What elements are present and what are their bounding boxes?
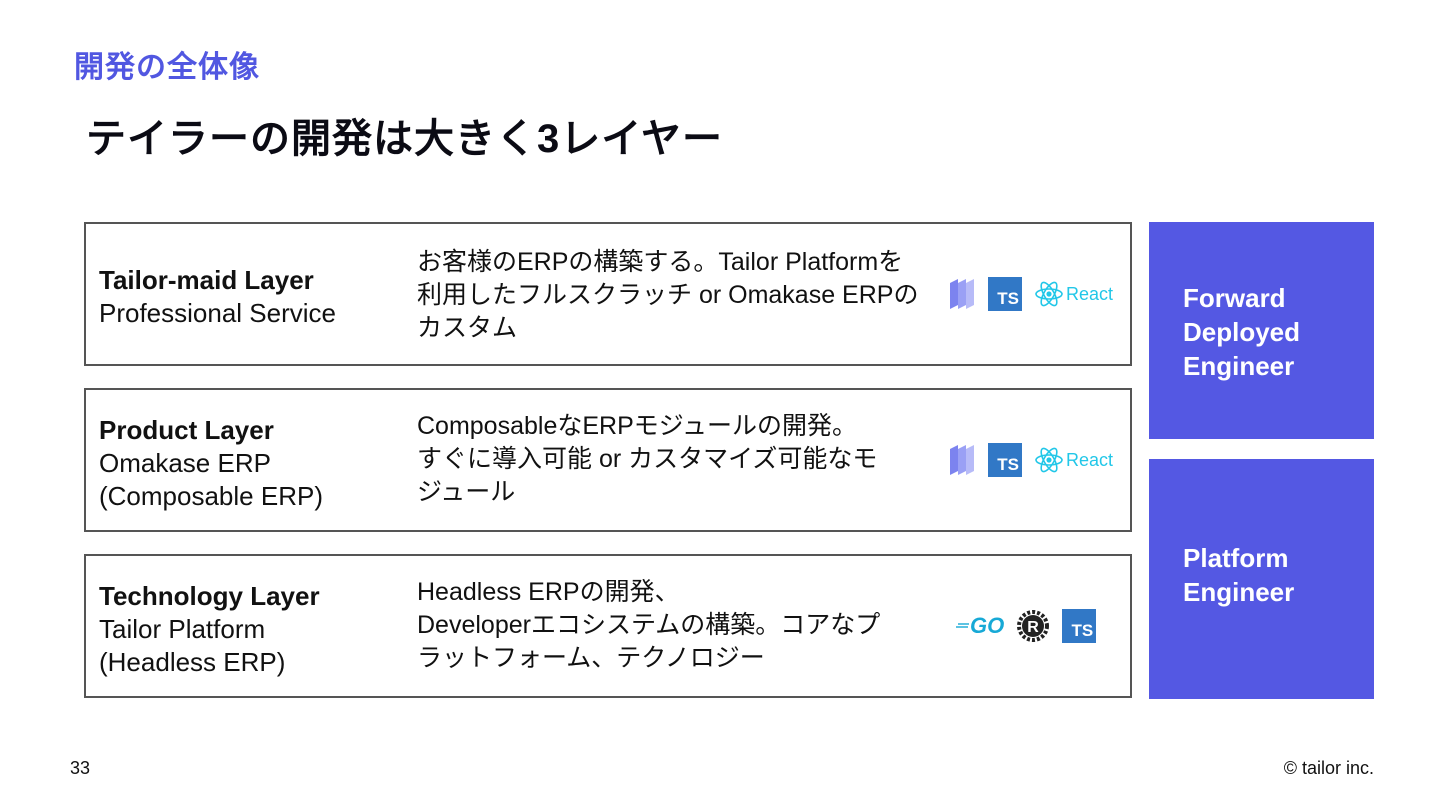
layer-subtitle-2: (Headless ERP) (99, 647, 286, 677)
layer-title: Technology Layer (99, 581, 320, 611)
layer-card-tailor-maid: Tailor-maid Layer Professional Service お… (84, 222, 1132, 366)
role-platform-engineer: Platform Engineer (1149, 459, 1374, 699)
layer-card-product: Product Layer Omakase ERP (Composable ER… (84, 388, 1132, 532)
go-icon: GO (956, 613, 1004, 639)
layer-name-block: Tailor-maid Layer Professional Service (99, 264, 399, 330)
typescript-icon: TS (988, 277, 1022, 311)
react-label: React (1066, 449, 1114, 470)
stack-logo-icon (948, 277, 976, 311)
role-line: Platform (1183, 543, 1289, 573)
react-icon: React (1034, 445, 1113, 475)
layer-name-block: Technology Layer Tailor Platform (Headle… (99, 580, 399, 679)
tech-icons: GO R TS (956, 556, 1097, 696)
role-line: Forward (1183, 283, 1286, 313)
role-forward-deployed-engineer: Forward Deployed Engineer (1149, 222, 1374, 439)
stack-logo-icon (948, 443, 976, 477)
section-label: 開発の全体像 (74, 51, 260, 84)
layer-subtitle: Omakase ERP (99, 448, 271, 478)
role-line: Engineer (1183, 351, 1295, 381)
svg-text:R: R (1027, 619, 1039, 636)
typescript-icon: TS (988, 443, 1022, 477)
rust-icon: R (1016, 609, 1050, 643)
layer-name-block: Product Layer Omakase ERP (Composable ER… (99, 414, 399, 513)
layer-title: Tailor-maid Layer (99, 265, 314, 295)
layer-description: お客様のERPの構築する。Tailor Platformを 利用したフルスクラッ… (417, 248, 919, 342)
page-number: 33 (70, 758, 91, 778)
role-line: Deployed (1183, 317, 1301, 347)
role-line: Engineer (1183, 577, 1295, 607)
copyright: © tailor inc. (1283, 758, 1374, 778)
react-icon: React (1034, 279, 1113, 309)
react-label: React (1066, 283, 1114, 304)
go-label: GO (970, 613, 1005, 638)
layer-subtitle: Tailor Platform (99, 614, 266, 644)
layer-subtitle-2: (Composable ERP) (99, 481, 323, 511)
layer-title: Product Layer (99, 415, 274, 445)
slide-title: テイラーの開発は大きく3レイヤー (86, 117, 724, 161)
layer-description: Headless ERPの開発、 Developerエコシステムの構築。コアなプ… (417, 578, 881, 672)
layer-description: ComposableなERPモジュールの開発。 すぐに導入可能 or カスタマイ… (417, 412, 878, 506)
layer-subtitle: Professional Service (99, 298, 336, 328)
tech-icons: TS React (948, 224, 1113, 364)
typescript-icon: TS (1062, 609, 1097, 643)
tech-icons: TS React (948, 390, 1113, 530)
layer-card-technology: Technology Layer Tailor Platform (Headle… (84, 554, 1132, 698)
